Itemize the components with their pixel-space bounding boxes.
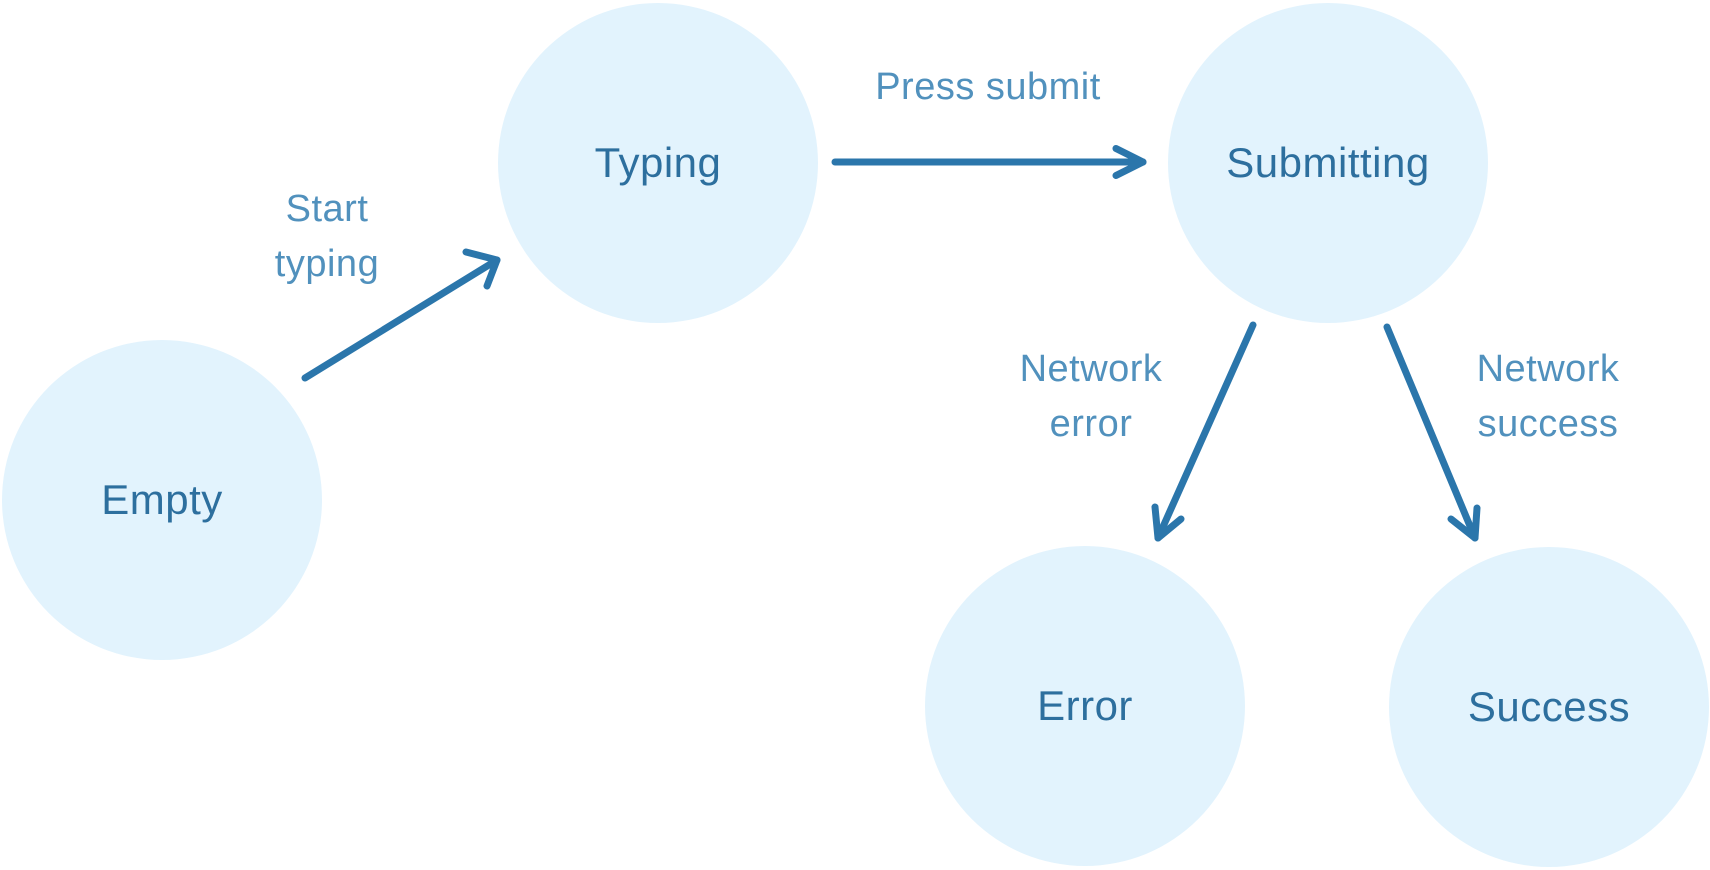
node-success: Success — [1389, 547, 1709, 867]
edge-label-start-typing: Start typing — [274, 188, 380, 285]
edge-label-network-error: Network error — [1019, 348, 1163, 445]
node-error: Error — [925, 546, 1245, 866]
edge-typing-to-submitting-arrow — [831, 145, 1147, 179]
edge-label-press-submit: Press submit — [875, 66, 1101, 108]
node-typing: Typing — [498, 3, 818, 323]
node-submitting-label: Submitting — [1226, 139, 1430, 186]
node-error-label: Error — [1037, 682, 1133, 729]
node-success-label: Success — [1467, 683, 1631, 730]
edge-label-network-success: Network success — [1476, 348, 1620, 445]
node-empty: Empty — [2, 340, 322, 660]
node-empty-label: Empty — [101, 476, 223, 523]
node-submitting: Submitting — [1168, 3, 1488, 323]
node-typing-label: Typing — [594, 139, 722, 186]
